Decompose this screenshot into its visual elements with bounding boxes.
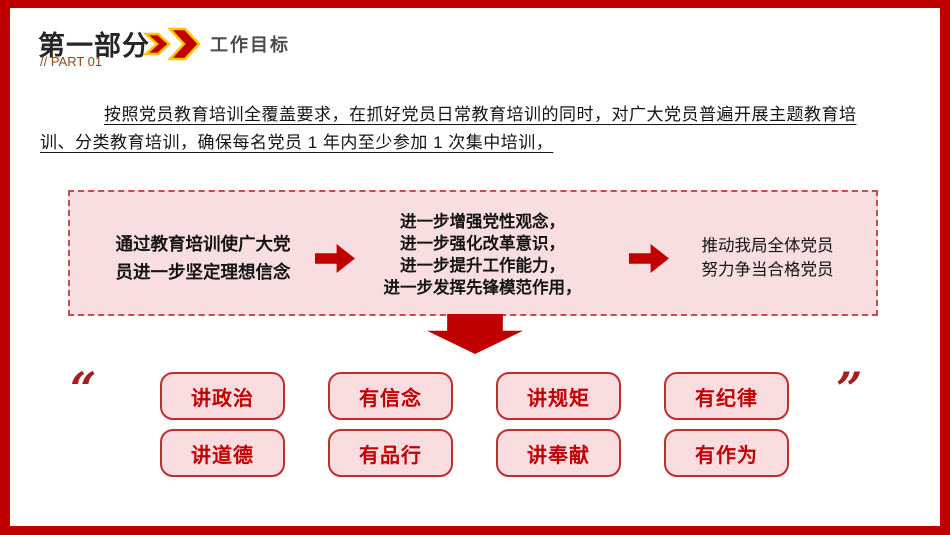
flow-left-line-1: 通过教育培训使广大党 xyxy=(115,234,291,254)
intro-paragraph: 按照党员教育培训全覆盖要求，在抓好党员日常教育培训的同时，对广大党员普遍开展主题… xyxy=(40,105,857,152)
flow-left-line-2: 员进一步坚定理想信念 xyxy=(115,262,291,282)
tag-jiang-daode: 讲道德 xyxy=(160,429,285,477)
flow-middle-line-2: 进一步强化改革意识， xyxy=(400,235,565,253)
section-subtitle: // PART 01 xyxy=(40,54,103,69)
flow-left-text: 通过教育培训使广大党 员进一步坚定理想信念 xyxy=(98,230,308,286)
flow-right-text: 推动我局全体党员 努力争当合格党员 xyxy=(685,234,850,282)
frame-border-left xyxy=(0,0,10,535)
close-quote-mark: ” xyxy=(836,362,863,416)
tag-you-xinnian: 有信念 xyxy=(328,372,453,420)
flow-right-line-1: 推动我局全体党员 xyxy=(701,237,834,255)
arrow-right-icon xyxy=(629,244,669,273)
tag-you-zuowei: 有作为 xyxy=(664,429,789,477)
double-chevron-right-icon xyxy=(142,26,203,67)
frame-border-bottom xyxy=(0,526,950,535)
tag-you-pinxing: 有品行 xyxy=(328,429,453,477)
tag-grid: 讲政治 有信念 讲规矩 有纪律 讲道德 有品行 讲奉献 有作为 xyxy=(160,372,789,477)
flow-middle-text: 进一步增强党性观念， 进一步强化改革意识， 进一步提升工作能力， 进一步发挥先锋… xyxy=(350,211,615,299)
tag-jiang-guiju: 讲规矩 xyxy=(496,372,621,420)
arrow-right-icon xyxy=(315,244,355,273)
page-title: 工作目标 xyxy=(210,35,290,55)
flow-middle-line-4: 进一步发挥先锋模范作用， xyxy=(383,279,582,297)
tag-you-jilv: 有纪律 xyxy=(664,372,789,420)
frame-border-right xyxy=(940,0,950,535)
flow-right-line-2: 努力争当合格党员 xyxy=(701,261,834,279)
arrow-down-icon xyxy=(427,314,523,354)
frame-border-top xyxy=(0,0,950,8)
tag-jiang-zhengzhi: 讲政治 xyxy=(160,372,285,420)
flow-panel: 通过教育培训使广大党 员进一步坚定理想信念 进一步增强党性观念， 进一步强化改革… xyxy=(68,190,878,316)
flow-middle-line-3: 进一步提升工作能力， xyxy=(400,257,565,275)
open-quote-mark: “ xyxy=(70,362,97,416)
flow-middle-line-1: 进一步增强党性观念， xyxy=(400,213,565,231)
tag-jiang-fengxian: 讲奉献 xyxy=(496,429,621,477)
section-title: 第一部分 xyxy=(38,31,150,61)
